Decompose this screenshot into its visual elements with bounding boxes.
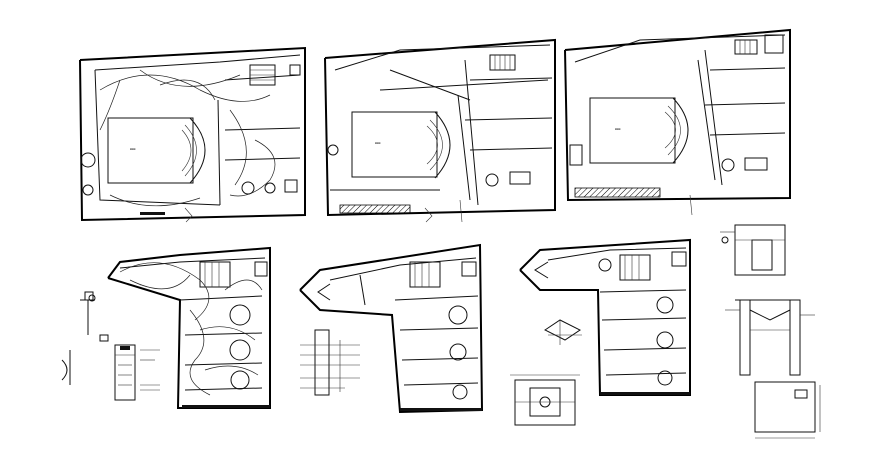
detail-bottom-right xyxy=(720,225,820,438)
svg-text:▬▬▬: ▬▬▬ xyxy=(375,141,381,145)
svg-text:▬▬▬: ▬▬▬ xyxy=(130,147,136,151)
plan-top-right: ▬▬▬ xyxy=(565,30,790,215)
detail-bottom-center xyxy=(510,320,582,425)
plan-top-middle: ▬▬▬ xyxy=(325,40,555,222)
svg-text:·: · xyxy=(140,283,142,287)
plan-bottom-wired: · xyxy=(108,248,270,408)
detail-bottom-left xyxy=(62,292,160,400)
plan-top-left: ▬▬▬ xyxy=(80,48,305,222)
plan-bottom-middle-2 xyxy=(520,240,690,395)
svg-text:▬▬▬: ▬▬▬ xyxy=(615,127,621,131)
plan-bottom-middle-1 xyxy=(300,245,482,412)
legend-lines-middle xyxy=(300,330,360,395)
